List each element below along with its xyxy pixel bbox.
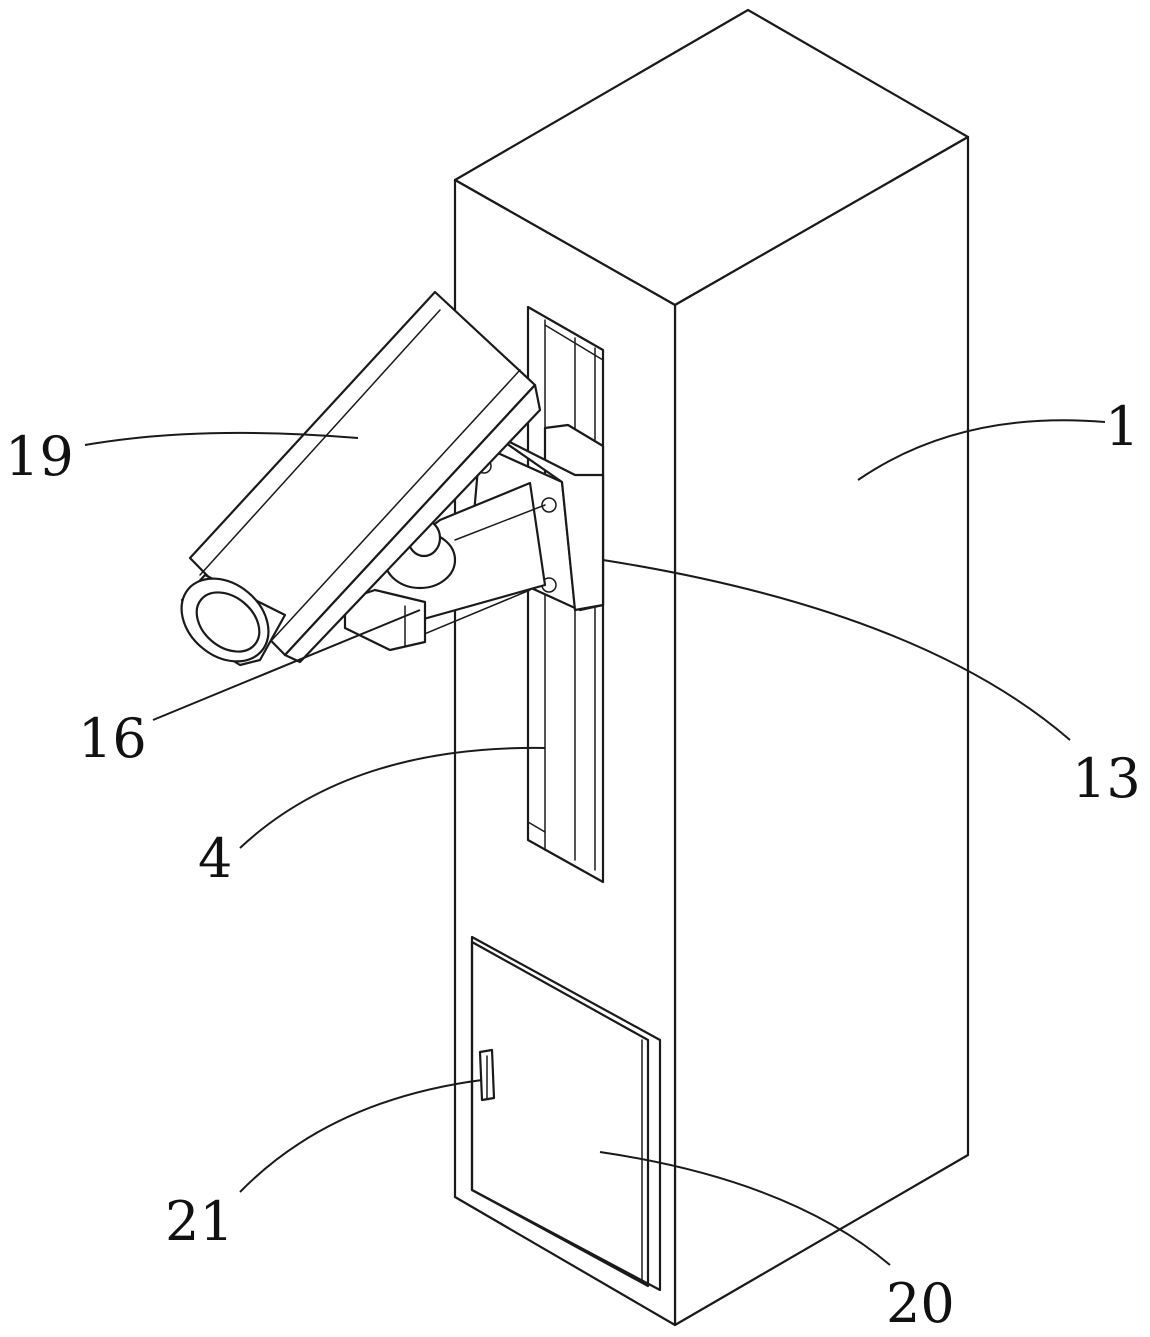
camera-lens-inner bbox=[195, 591, 261, 653]
rail-slot-inner-bottom bbox=[527, 821, 546, 833]
label-door: 20 bbox=[886, 1272, 955, 1335]
label-guide-rail: 4 bbox=[198, 827, 232, 890]
leader-13 bbox=[602, 559, 1071, 741]
label-slide-block: 13 bbox=[1072, 747, 1141, 810]
camera-edge-1 bbox=[199, 309, 441, 576]
camera bbox=[180, 290, 542, 667]
label-cabinet: 1 bbox=[1105, 395, 1139, 458]
rail-slot-outer bbox=[526, 305, 605, 884]
camera-underside bbox=[283, 383, 542, 664]
leader-lines bbox=[84, 419, 1106, 1266]
reference-numerals: 19 1 13 16 4 21 20 bbox=[5, 395, 1141, 1335]
leader-1 bbox=[857, 419, 1106, 481]
label-mount-base: 16 bbox=[78, 707, 147, 770]
leader-21 bbox=[239, 1079, 483, 1193]
bolt-top-right bbox=[541, 497, 557, 513]
arm-line-2 bbox=[409, 589, 531, 641]
leader-19 bbox=[84, 431, 359, 446]
camera-edge-2 bbox=[271, 369, 521, 641]
door-panel bbox=[470, 940, 650, 1288]
access-door bbox=[470, 935, 662, 1292]
label-handle: 21 bbox=[165, 1190, 234, 1253]
leader-4 bbox=[239, 746, 546, 849]
cabinet-right-face bbox=[673, 135, 970, 1327]
arm-line-1 bbox=[454, 504, 546, 541]
mount-arm bbox=[343, 481, 547, 652]
mount-plate-side bbox=[488, 430, 605, 612]
camera-lens-outer bbox=[180, 577, 270, 663]
leader-20 bbox=[599, 1151, 891, 1266]
rail-bar-top bbox=[544, 324, 604, 361]
label-camera: 19 bbox=[5, 425, 74, 488]
leader-16 bbox=[152, 609, 421, 721]
